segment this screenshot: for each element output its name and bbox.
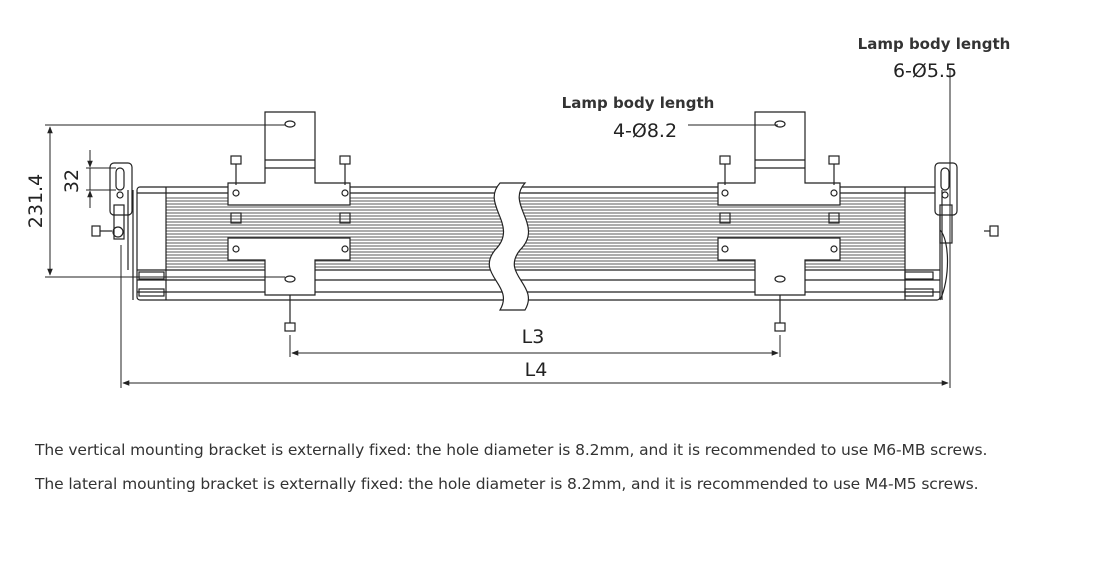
left-end-bracket: [91, 162, 134, 300]
dim-slot-value: 32: [61, 169, 83, 193]
heatsink-fins: [166, 197, 905, 268]
right-end-bracket: [934, 162, 999, 300]
notes-section: The vertical mounting bracket is externa…: [35, 440, 1095, 508]
dim-l3-value: L3: [522, 326, 545, 348]
dim-l3-lines: [289, 335, 781, 357]
dim-slot-lines: [86, 150, 116, 208]
spec-lamp-middle: 4-Ø8.2: [613, 120, 677, 142]
label-lamp-middle: Lamp body length: [562, 94, 715, 112]
dim-l4-lines: [120, 68, 951, 388]
dim-l4-value: L4: [525, 359, 548, 381]
left-vertical-bracket: [227, 111, 351, 332]
lamp-dimension-drawing: Lamp body length 6-Ø5.5 Lamp body length…: [25, 35, 1011, 388]
break-line: [488, 182, 530, 311]
dim-height-lines: [45, 124, 285, 278]
spec-lamp-right: 6-Ø5.5: [893, 60, 957, 82]
right-vertical-bracket: [717, 111, 841, 332]
dim-height-value: 231.4: [25, 174, 47, 228]
note-lateral-bracket: The lateral mounting bracket is external…: [35, 475, 979, 493]
label-lamp-right: Lamp body length: [858, 35, 1011, 53]
note-vertical-bracket: The vertical mounting bracket is externa…: [35, 441, 988, 459]
